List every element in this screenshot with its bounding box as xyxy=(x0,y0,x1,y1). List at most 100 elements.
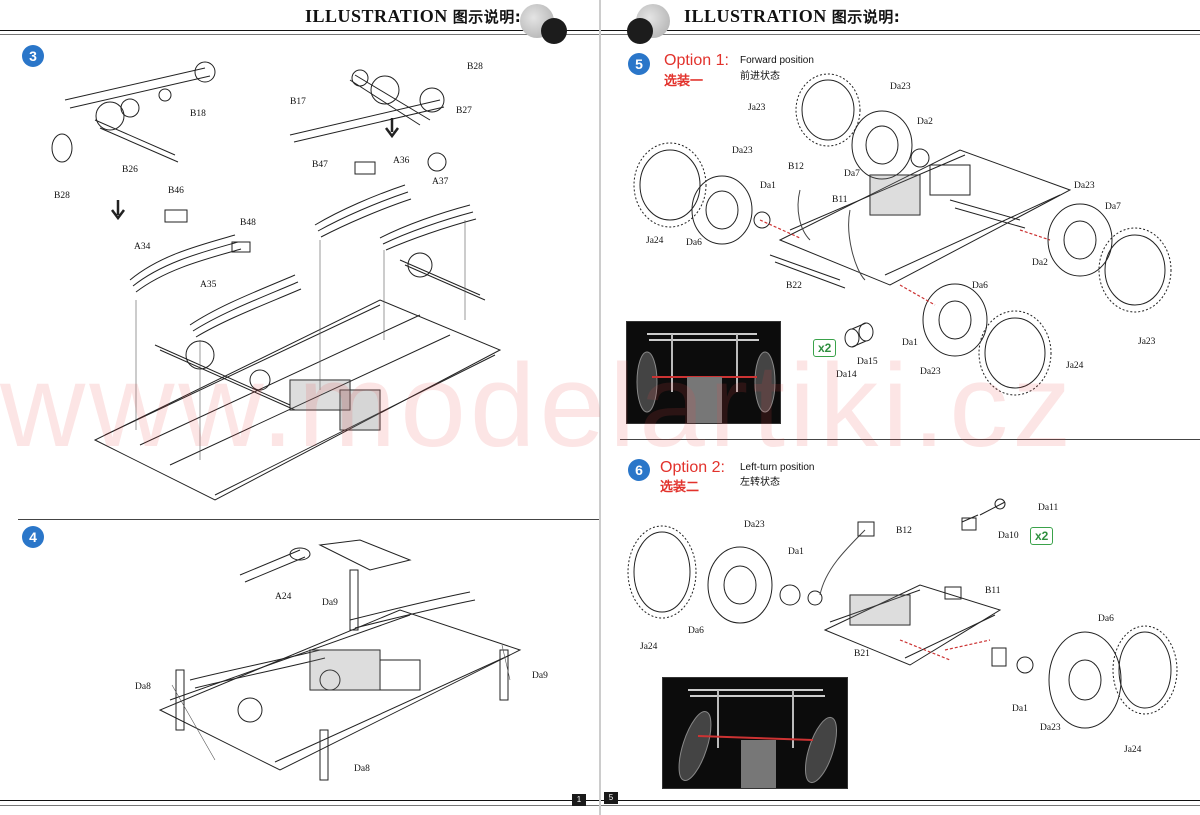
part-label: Ja24 xyxy=(1066,361,1084,371)
step-6-badge: 6 xyxy=(628,459,650,481)
part-label: B28 xyxy=(54,191,70,201)
step-3-diagram xyxy=(0,50,600,510)
part-label: B17 xyxy=(290,97,306,107)
header-title-en: ILLUSTRATION xyxy=(305,6,448,26)
part-label: Da6 xyxy=(972,281,988,291)
part-label: Da8 xyxy=(354,764,370,774)
header-disc-dark xyxy=(627,18,653,44)
header-rule-thin xyxy=(0,34,600,35)
part-label: Ja23 xyxy=(748,103,766,113)
part-label: Da7 xyxy=(1105,202,1121,212)
part-label: B27 xyxy=(456,106,472,116)
part-label: B22 xyxy=(786,281,802,291)
part-label: Da6 xyxy=(686,238,702,248)
step-5-badge: 5 xyxy=(628,53,650,75)
option-1-title: Option 1: xyxy=(664,52,729,69)
part-label: B26 xyxy=(122,165,138,175)
part-label: A36 xyxy=(393,156,410,166)
footer-rule xyxy=(600,800,1200,801)
part-label: B18 xyxy=(190,109,206,119)
part-label: Da23 xyxy=(1074,181,1095,191)
footer-rule-thin xyxy=(600,805,1200,806)
option-1-subtitle: Forward position xyxy=(740,55,814,66)
part-label: Da2 xyxy=(1032,258,1048,268)
part-label: B11 xyxy=(832,195,848,205)
step-6-diagram xyxy=(600,490,1200,760)
footer-rule xyxy=(0,800,600,801)
part-label: A24 xyxy=(275,592,292,602)
part-label: Da1 xyxy=(902,338,918,348)
part-label: B11 xyxy=(985,586,1001,596)
step-separator xyxy=(620,439,1200,440)
part-label: Da1 xyxy=(788,547,804,557)
part-label: Da11 xyxy=(1038,503,1059,513)
part-label: A35 xyxy=(200,280,217,290)
photo-image xyxy=(663,678,847,788)
multiplier-badge: x2 xyxy=(1030,527,1054,545)
part-label: Ja24 xyxy=(640,642,658,652)
part-label: B48 xyxy=(240,218,256,228)
part-label: Da6 xyxy=(1098,614,1114,624)
footer-rule-thin xyxy=(0,805,600,806)
header-title: ILLUSTRATION 图示说明: xyxy=(305,6,521,27)
header-title-cn: 图示说明: xyxy=(831,8,901,26)
part-label: Da23 xyxy=(744,520,765,530)
part-label: Da8 xyxy=(135,682,151,692)
part-label: Da2 xyxy=(917,117,933,127)
part-label: A34 xyxy=(134,242,151,252)
step-3-badge: 3 xyxy=(22,45,44,67)
part-label: Ja23 xyxy=(1138,337,1156,347)
step-4-diagram xyxy=(0,530,600,790)
part-label: Da9 xyxy=(322,598,338,608)
part-label: Da23 xyxy=(732,146,753,156)
option-1-reference-photo xyxy=(626,321,781,424)
multiplier-badge: x2 xyxy=(813,339,837,357)
part-label: Da23 xyxy=(920,367,941,377)
part-label: B28 xyxy=(467,62,483,72)
left-header: ILLUSTRATION 图示说明: xyxy=(0,0,600,44)
part-label: B12 xyxy=(896,526,912,536)
option-2-subtitle-cn: 左转状态 xyxy=(740,477,780,488)
part-label: Da15 xyxy=(857,357,878,367)
part-label: B47 xyxy=(312,160,328,170)
option-2-title: Option 2: xyxy=(660,459,725,476)
step-4-badge: 4 xyxy=(22,526,44,548)
part-label: Da1 xyxy=(1012,704,1028,714)
part-label: Da23 xyxy=(1040,723,1061,733)
small-part-icon xyxy=(840,320,880,350)
header-title: ILLUSTRATION 图示说明: xyxy=(684,6,900,27)
left-page: ILLUSTRATION 图示说明: 3 xyxy=(0,0,600,806)
right-header: ILLUSTRATION 图示说明: xyxy=(600,0,1200,44)
part-label: Ja24 xyxy=(646,236,664,246)
step-separator xyxy=(18,519,600,520)
part-label: B21 xyxy=(854,649,870,659)
header-title-en: ILLUSTRATION xyxy=(684,6,827,26)
page-gutter xyxy=(599,0,601,815)
part-label: Da1 xyxy=(760,181,776,191)
page-number-left: 1 xyxy=(572,794,586,806)
part-label: Da14 xyxy=(836,370,857,380)
option-2-reference-photo xyxy=(662,677,848,789)
option-1-subtitle-cn: 前进状态 xyxy=(740,71,780,82)
part-label: Da6 xyxy=(688,626,704,636)
part-label: B12 xyxy=(788,162,804,172)
option-1-title-cn: 选装一 xyxy=(664,74,704,89)
part-label: A37 xyxy=(432,177,449,187)
header-title-cn: 图示说明: xyxy=(452,8,522,26)
part-label: Da10 xyxy=(998,531,1019,541)
part-label: Da7 xyxy=(844,169,860,179)
photo-image xyxy=(627,322,780,423)
right-page: ILLUSTRATION 图示说明: 5 Option 1: 选装一 Forwa… xyxy=(600,0,1200,815)
header-rule xyxy=(600,30,1200,31)
part-label: Ja24 xyxy=(1124,745,1142,755)
part-label: Da9 xyxy=(532,671,548,681)
header-rule-thin xyxy=(600,34,1200,35)
part-label: Da23 xyxy=(890,82,911,92)
header-disc-dark xyxy=(541,18,567,44)
step-5-diagram xyxy=(600,70,1200,400)
option-2-subtitle: Left-turn position xyxy=(740,462,815,473)
page-number-right: 5 xyxy=(604,792,618,804)
option-2-title-cn: 选装二 xyxy=(660,480,700,495)
part-label: B46 xyxy=(168,186,184,196)
header-rule xyxy=(0,30,600,31)
